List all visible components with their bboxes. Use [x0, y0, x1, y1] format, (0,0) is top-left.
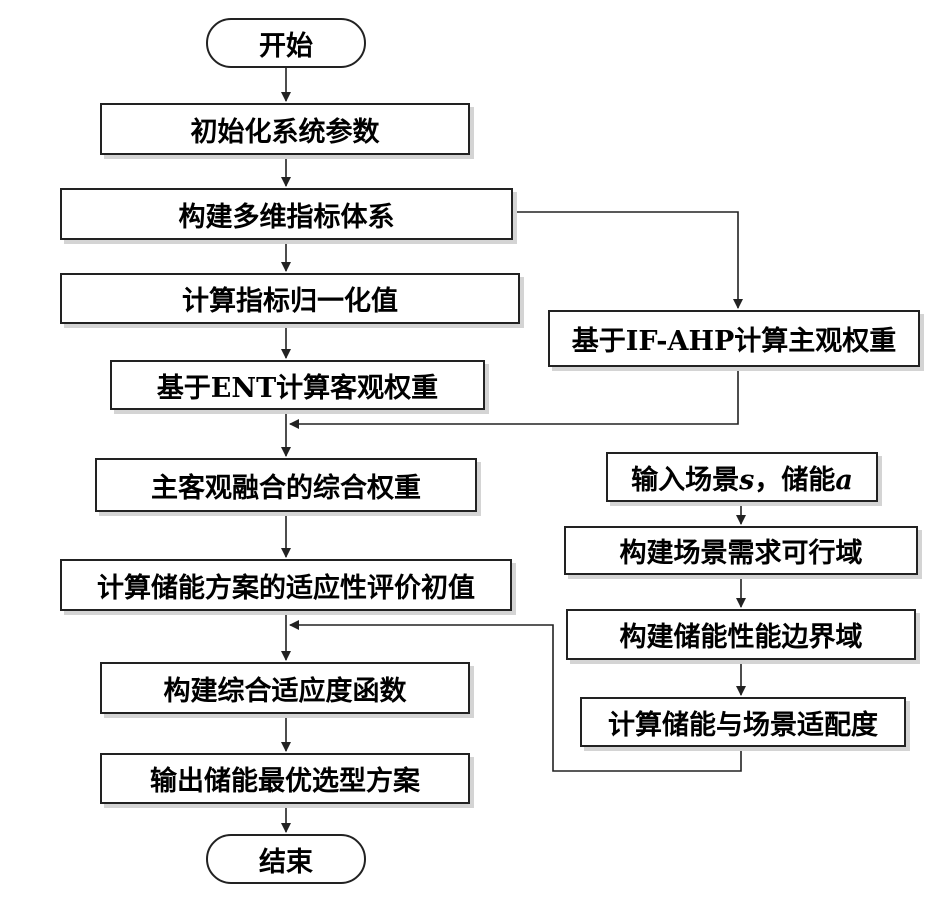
- scene-domain-label: 构建场景需求可行域: [620, 531, 863, 570]
- initial-eval-label: 计算储能方案的适应性评价初值: [97, 566, 475, 605]
- scene-domain-step: 构建场景需求可行域: [564, 526, 918, 575]
- combined-weight-step: 主客观融合的综合权重: [95, 458, 477, 512]
- storage-domain-label: 构建储能性能边界域: [620, 615, 863, 654]
- start-node: 开始: [206, 18, 366, 68]
- normalize-step: 计算指标归一化值: [60, 273, 520, 324]
- input-scene-sep: ，储能: [754, 465, 835, 496]
- build-index-label: 构建多维指标体系: [179, 195, 395, 234]
- ifahp-weight-label: 基于IF-AHP计算主观权重: [572, 319, 897, 358]
- ent-weight-step: 基于ENT计算客观权重: [110, 360, 485, 410]
- input-scene-prefix: 输入场景: [631, 465, 739, 496]
- init-params-step: 初始化系统参数: [100, 103, 470, 155]
- fitness-func-label: 构建综合适应度函数: [164, 669, 407, 708]
- match-degree-step: 计算储能与场景适配度: [580, 697, 906, 747]
- match-degree-label: 计算储能与场景适配度: [608, 703, 878, 742]
- end-label: 结束: [259, 840, 313, 879]
- initial-eval-step: 计算储能方案的适应性评价初值: [60, 559, 512, 611]
- combined-weight-label: 主客观融合的综合权重: [151, 466, 421, 505]
- input-scene-step: 输入场景s，储能a: [606, 452, 878, 502]
- start-label: 开始: [259, 24, 313, 63]
- ifahp-weight-step: 基于IF-AHP计算主观权重: [548, 310, 920, 367]
- arrow-index-ifahp: [513, 212, 738, 308]
- scene-variable: s: [739, 465, 754, 496]
- fitness-func-step: 构建综合适应度函数: [100, 662, 470, 714]
- output-step: 输出储能最优选型方案: [100, 753, 470, 804]
- storage-variable: a: [835, 465, 853, 496]
- build-index-step: 构建多维指标体系: [60, 188, 513, 240]
- input-scene-label: 输入场景s，储能a: [631, 458, 853, 497]
- ent-weight-label: 基于ENT计算客观权重: [157, 366, 438, 405]
- normalize-label: 计算指标归一化值: [182, 279, 398, 318]
- end-node: 结束: [206, 834, 366, 884]
- output-label: 输出储能最优选型方案: [150, 759, 420, 798]
- storage-domain-step: 构建储能性能边界域: [566, 609, 916, 660]
- init-params-label: 初始化系统参数: [191, 110, 380, 149]
